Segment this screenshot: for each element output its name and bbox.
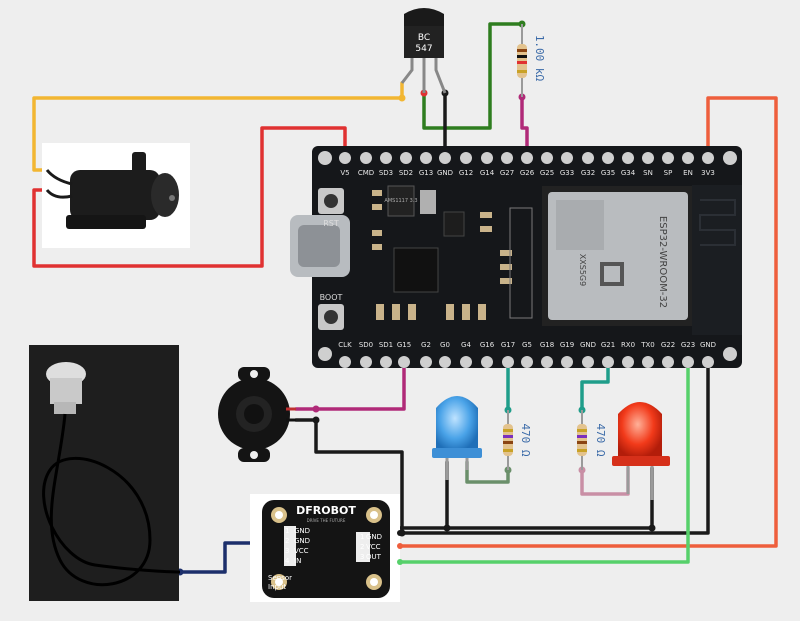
pin-label: SD1 [379,341,393,349]
esp32-board: ESP32-WROOM-32 XXS5G9 RST BOOT AMS1117 3… [290,146,742,368]
pin-label: G17 [501,341,515,349]
wire-yellow [32,81,404,172]
wire-black-buzzer [294,418,404,535]
red-led [612,402,670,500]
pin-label: SD0 [359,341,373,349]
module-code: XXS5G9 [578,254,587,286]
pin-label: G19 [560,341,574,349]
pin-label: G5 [522,341,532,349]
left-pin-name: VCC [294,547,309,555]
dfrobot-sensor-module: DFROBOT DRIVE THE FUTURE 1 GND 2 GND 3 V… [250,494,403,602]
pin-label: GND [437,169,453,177]
button-rst-label: RST [323,219,339,228]
module-name: ESP32-WROOM-32 [657,216,668,308]
resistor-1k-label: 1.00 kΩ [533,35,546,82]
sensor-tagline: DRIVE THE FUTURE [307,518,346,523]
resistor-blue-label: 470 Ω [519,423,532,456]
sensor-brand: DFROBOT [296,504,356,517]
wire-pink-red-led [580,466,630,496]
pin-label: SD3 [379,169,393,177]
resistor-red-led: 470 Ω [577,410,607,470]
transistor-bc547: BC 547 [400,8,447,94]
pin-label: G2 [421,341,431,349]
pin-label: SD2 [399,169,413,177]
left-pin-num: 1 [285,527,289,535]
pin-label: G22 [661,341,675,349]
wire-black-led-blue [398,460,449,530]
pin-label: GND [580,341,596,349]
resistor-red-label: 470 Ω [594,423,607,456]
left-pin-num: 3 [285,547,289,555]
wire-lightgreen-g23 [398,360,690,564]
sensor-caption-2: Input [268,583,286,591]
resistor-1k: 1.00 kΩ [517,24,546,97]
pin-label: G15 [397,341,411,349]
wire-black-gnd-bus [398,360,710,535]
transistor-label-1: BC [418,33,430,43]
wire-red-pump [32,126,347,268]
buzzer [218,367,296,462]
right-pin-name: OUT [366,553,382,561]
transistor-label-2: 547 [415,44,432,54]
left-pin-num: 4 [285,557,290,565]
left-pin-num: 2 [285,537,289,545]
top-pin-headers [318,151,737,165]
pin-label: G32 [581,169,595,177]
right-pin-num: 1 [360,533,364,541]
bottom-pin-headers [318,347,737,368]
pin-label: CMD [358,169,374,177]
pin-label: TX0 [640,341,655,349]
right-pin-num: 2 [360,543,364,551]
water-pump [42,143,190,248]
pin-label: V5 [340,169,349,177]
pin-label: GND [700,341,716,349]
pin-label: G4 [461,341,471,349]
left-pin-name: IN [294,557,301,565]
sensor-caption-1: Sensor [268,574,292,582]
pin-label: SP [664,169,673,177]
pin-label: G26 [520,169,535,177]
right-pin-name: VCC [366,543,381,551]
pin-label: G21 [601,341,615,349]
pin-label: G25 [540,169,554,177]
pin-label: 3V3 [701,169,715,177]
pin-label: G12 [459,169,473,177]
right-pin-name: GND [366,533,382,541]
wire-green-base [422,22,524,130]
wire-magenta-g26 [520,95,529,160]
top-pin-labels: V5 CMD SD3 SD2 G13 GND G12 G14 G27 G26 G… [340,169,714,177]
left-pin-name: GND [294,537,310,545]
pin-label: SN [643,169,653,177]
wire-black-led-red [445,466,654,530]
regulator-text: AMS1117 3.3 [384,198,417,204]
pin-label: G18 [540,341,554,349]
bottom-pin-labels: CLK SD0 SD1 G15 G2 G0 G4 G16 G17 G5 G18 … [338,341,716,349]
pin-label: G23 [681,341,695,349]
blue-led [432,396,482,480]
pin-label: RX0 [621,341,635,349]
pin-label: EN [683,169,693,177]
wire-orange-3v3 [398,96,778,548]
liquid-level-probe [29,345,181,601]
pin-label: G27 [500,169,514,177]
pin-label: G14 [480,169,495,177]
button-boot-label: BOOT [320,293,343,302]
pin-label: G34 [621,169,636,177]
right-pin-num: 3 [360,553,364,561]
pin-label: G33 [560,169,574,177]
pin-label: G35 [601,169,615,177]
pin-label: G0 [440,341,450,349]
wire-magenta-g15 [294,360,406,411]
pin-label: G16 [480,341,495,349]
wire-teal-g21 [580,360,610,412]
pin-label: CLK [338,341,352,349]
resistor-blue-led: 470 Ω [503,410,532,470]
pin-label: G13 [419,169,433,177]
left-pin-name: GND [294,527,310,535]
wire-gray-blue-led [465,460,510,484]
